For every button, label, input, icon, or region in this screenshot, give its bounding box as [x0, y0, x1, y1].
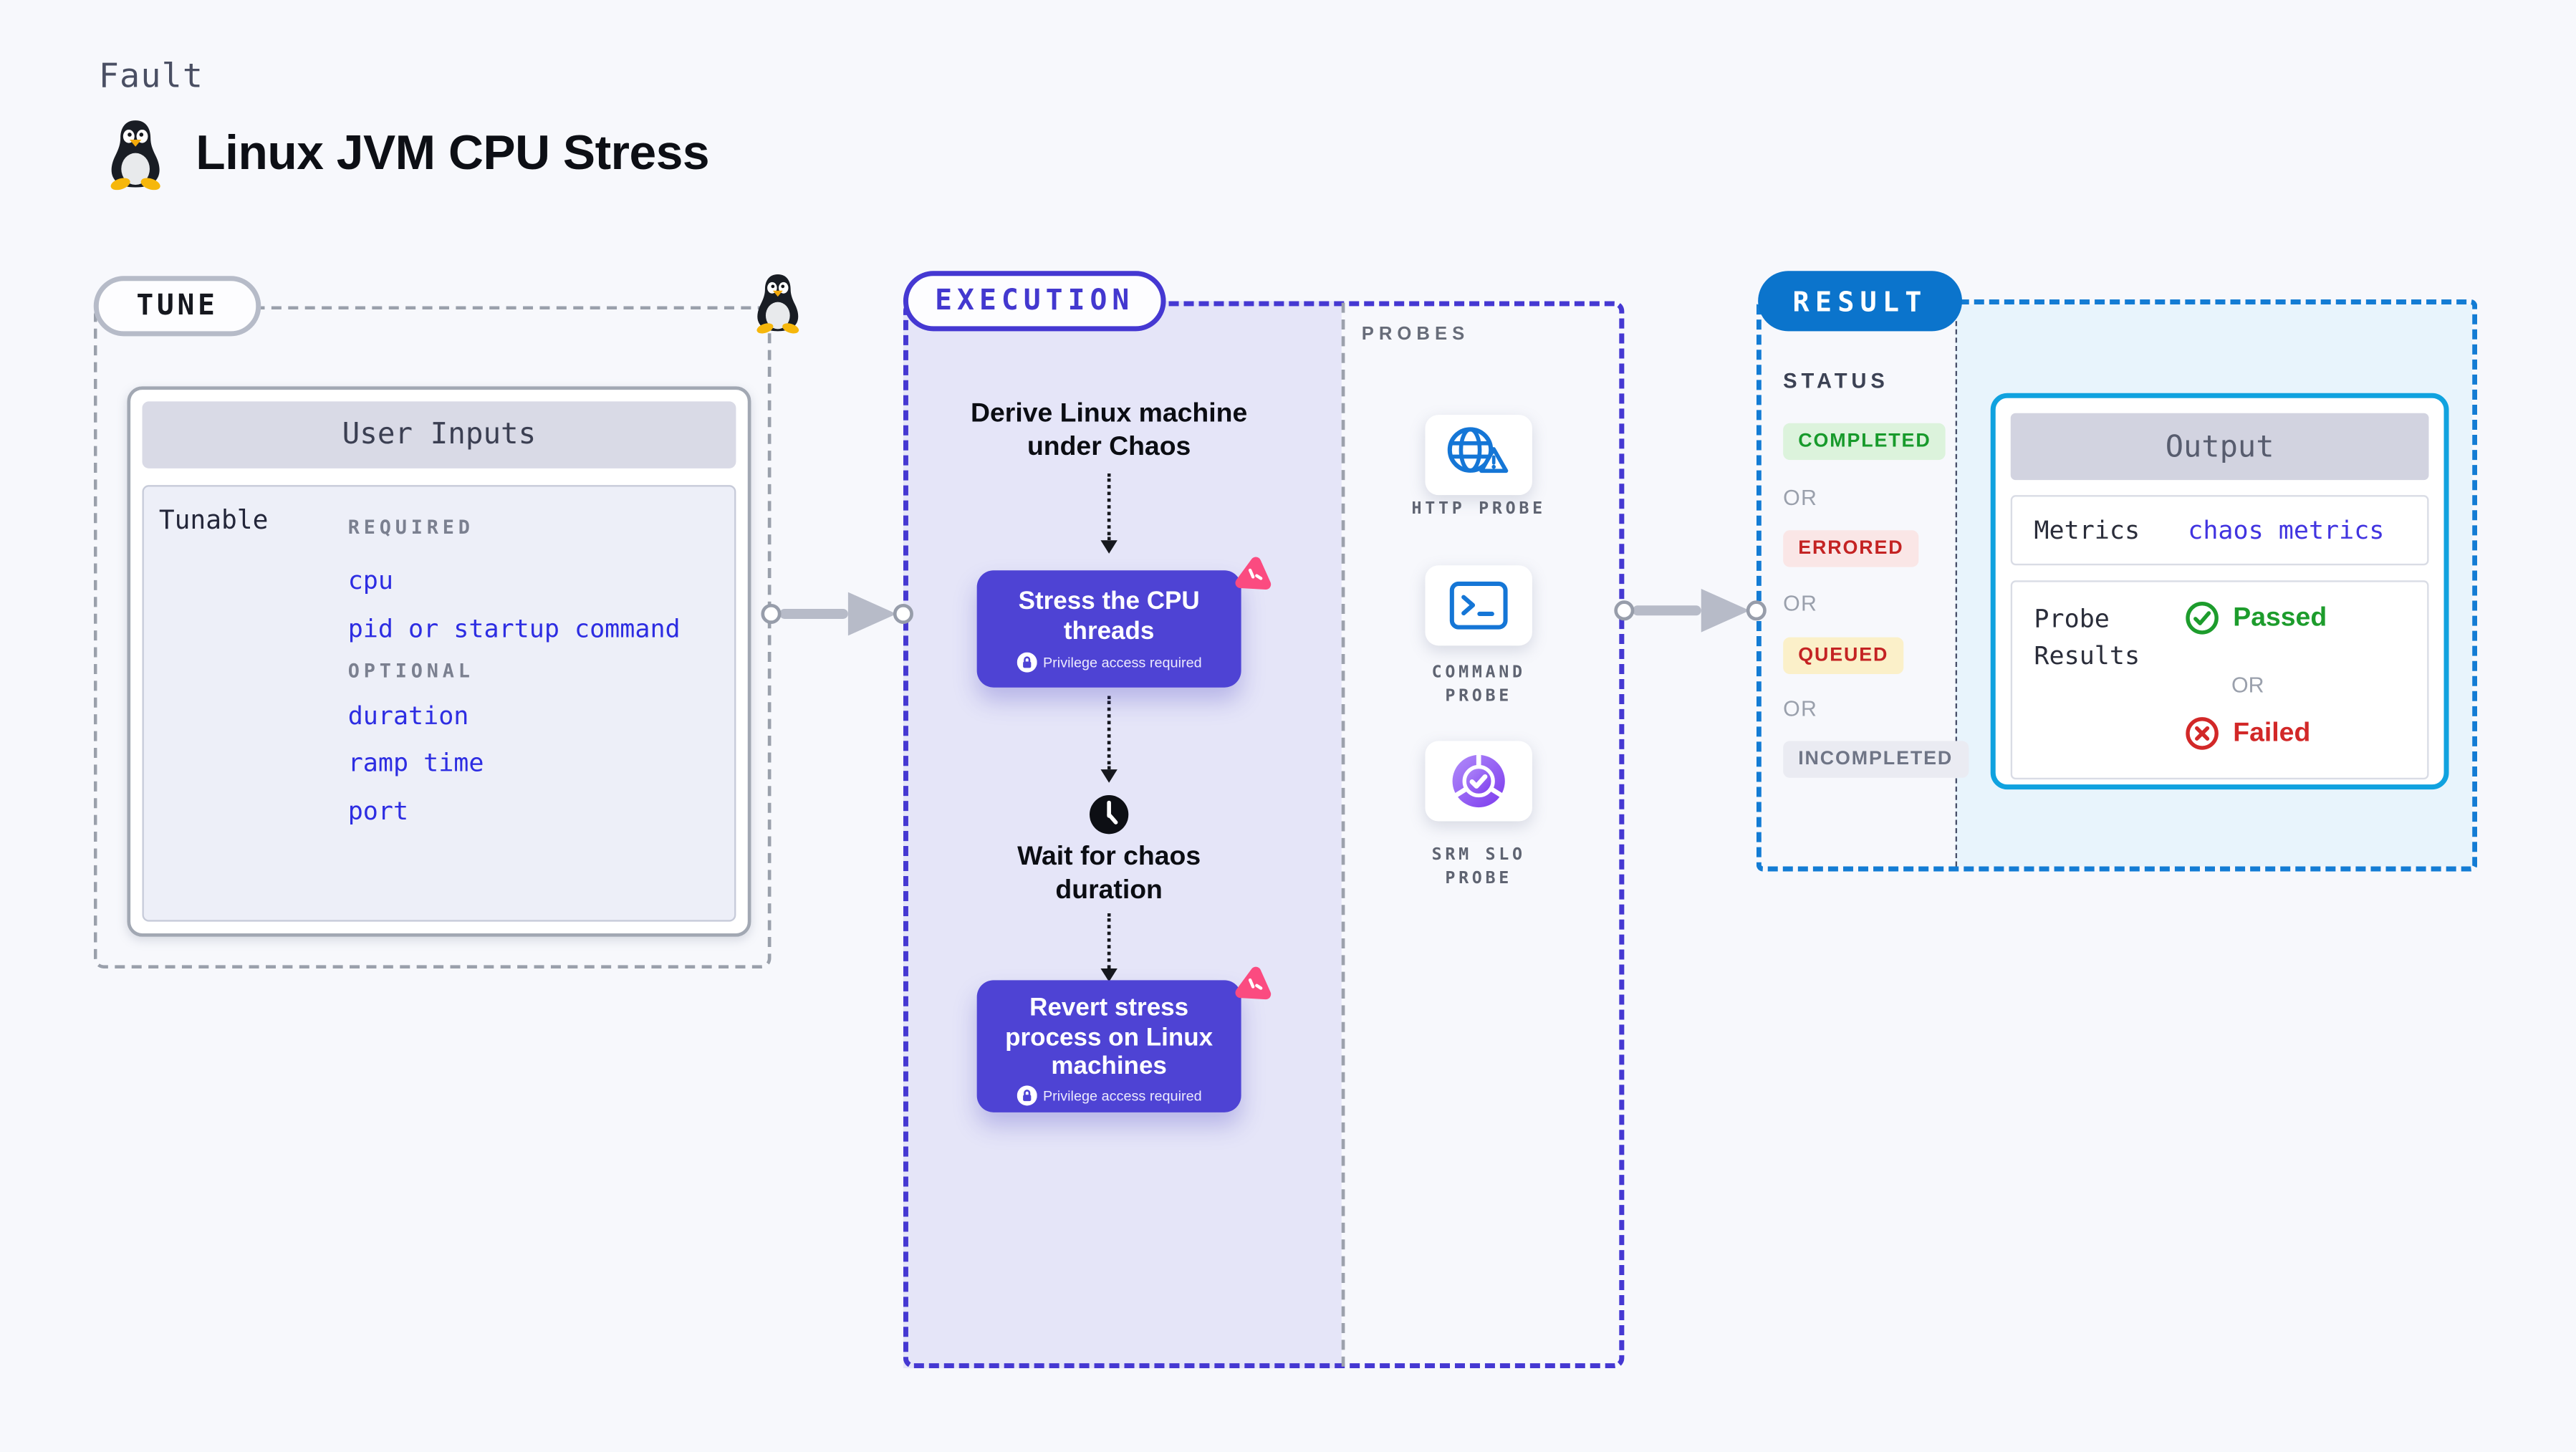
privilege-note: Privilege access required	[977, 1085, 1241, 1105]
page-title: Linux JVM CPU Stress	[196, 127, 710, 181]
slo-donut-check-icon	[1452, 753, 1505, 808]
execution-pill: EXECUTION	[903, 271, 1166, 332]
status-badge-queued: QUEUED	[1783, 637, 1904, 675]
chaos-experiment-icon	[1235, 966, 1272, 1000]
passed-label: Passed	[2233, 602, 2327, 632]
or-label: OR	[1783, 485, 1818, 511]
check-circle-icon	[2186, 602, 2219, 635]
stress-cpu-node[interactable]: Stress the CPU threads Privilege access …	[976, 570, 1241, 688]
tunable-row-label: Tunable	[158, 505, 269, 536]
chaos-experiment-icon	[1235, 557, 1272, 590]
revert-stress-node[interactable]: Revert stress process on Linux machines …	[976, 980, 1241, 1112]
connector-end-node	[1746, 600, 1767, 621]
optional-label: OPTIONAL	[347, 659, 474, 683]
probe-results-label: Probe Results	[2034, 603, 2140, 671]
connector-line	[779, 608, 848, 620]
tunable-link-ramp-time[interactable]: ramp time	[347, 747, 484, 778]
execution-section-box	[903, 301, 1625, 1369]
privilege-note: Privilege access required	[977, 652, 1241, 673]
or-label: OR	[1783, 590, 1818, 616]
execution-fill	[903, 301, 1342, 1369]
user-inputs-header: User Inputs	[142, 401, 736, 468]
clock-icon	[1089, 795, 1129, 835]
connector-start-node	[761, 603, 782, 624]
x-circle-icon	[2186, 717, 2219, 750]
tunable-link-pid-or-startup-command[interactable]: pid or startup command	[347, 613, 681, 644]
terminal-icon	[1449, 581, 1508, 630]
connector-start-node	[1614, 600, 1635, 621]
result-section-box	[1756, 299, 2478, 872]
status-label: STATUS	[1783, 370, 1889, 393]
revert-stress-node-label: Revert stress process on Linux machines	[1005, 994, 1213, 1081]
flow-arrow-down-icon	[1100, 473, 1118, 554]
required-label: REQUIRED	[347, 515, 474, 539]
srm-slo-probe-label: SRM SLO PROBE	[1378, 845, 1579, 890]
output-header: Output	[2010, 413, 2429, 481]
failed-label: Failed	[2233, 718, 2311, 747]
status-badge-errored: ERRORED	[1783, 530, 1919, 567]
user-inputs-body: Tunable REQUIRED cpu pid or startup comm…	[142, 485, 736, 922]
failed-row: Failed	[2185, 716, 2311, 751]
flow-arrow-down-icon	[1100, 696, 1118, 783]
chaos-metrics-link[interactable]: chaos metrics	[2188, 515, 2385, 546]
connector-end-node	[893, 603, 913, 624]
srm-slo-probe-label-text: SRM SLO PROBE	[1431, 846, 1526, 888]
stress-cpu-node-label: Stress the CPU threads	[1018, 587, 1200, 645]
command-probe-card	[1425, 565, 1532, 646]
metrics-label: Metrics	[2034, 515, 2140, 546]
probes-section-label: PROBES	[1361, 324, 1470, 345]
probes-divider	[1341, 302, 1345, 1367]
or-label: OR	[2231, 672, 2264, 698]
tunable-link-cpu[interactable]: cpu	[347, 565, 393, 596]
metrics-row: Metrics chaos metrics	[2010, 495, 2429, 566]
flow-arrow-down-icon	[1100, 913, 1118, 982]
tunable-link-duration[interactable]: duration	[347, 701, 469, 731]
tune-section-box	[93, 306, 772, 968]
globe-alert-icon	[1447, 427, 1509, 473]
tunable-link-port[interactable]: port	[347, 796, 409, 827]
command-probe-label-text: COMMAND PROBE	[1431, 664, 1526, 706]
or-label: OR	[1783, 696, 1818, 721]
command-probe-label: COMMAND PROBE	[1378, 663, 1579, 708]
result-pill: RESULT	[1758, 271, 1963, 332]
linux-tux-icon	[756, 274, 799, 334]
privilege-note-text: Privilege access required	[1042, 654, 1202, 671]
result-divider	[1955, 304, 1958, 867]
connector-line	[1633, 605, 1701, 616]
passed-row: Passed	[2185, 600, 2327, 635]
linux-tux-icon	[110, 120, 160, 191]
lock-icon	[1016, 652, 1037, 673]
privilege-note-text: Privilege access required	[1042, 1086, 1202, 1103]
probe-results-row: Probe Results Passed OR Failed	[2010, 580, 2429, 780]
fault-kicker: Fault	[98, 55, 204, 96]
http-probe-label: HTTP PROBE	[1411, 500, 1546, 519]
connector-arrowhead-icon	[1701, 588, 1750, 633]
status-badge-incompleted: INCOMPLETED	[1783, 741, 1969, 778]
http-probe-card	[1425, 415, 1532, 496]
derive-step-label: Derive Linux machine under Chaos	[971, 400, 1248, 461]
tune-pill: TUNE	[93, 276, 261, 337]
output-card: Output Metrics chaos metrics Probe Resul…	[1990, 393, 2449, 790]
lock-icon	[1016, 1085, 1037, 1105]
wait-step-label: Wait for chaos duration	[1017, 842, 1201, 905]
status-badge-completed: COMPLETED	[1783, 423, 1946, 461]
srm-slo-probe-card	[1425, 741, 1532, 822]
connector-arrowhead-icon	[847, 592, 897, 636]
